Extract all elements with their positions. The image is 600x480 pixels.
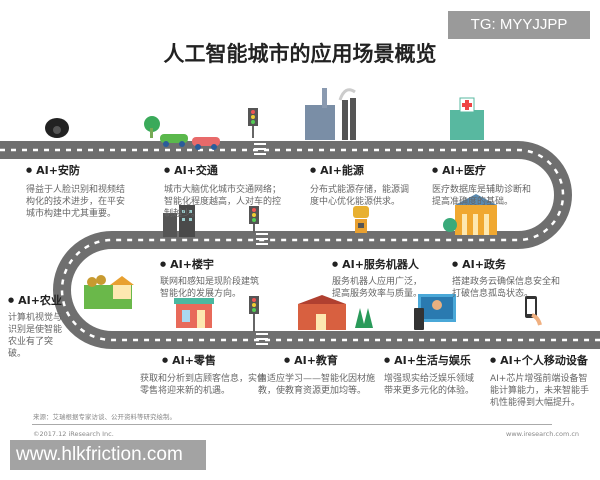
scene-title: AI+农业 (8, 292, 70, 308)
scene-desc: 城市大脑优化城市交通网络；智能化程度越高，人对车的控制越少。 (164, 185, 282, 219)
hospital-icon (450, 97, 484, 140)
government-icon (443, 194, 497, 235)
crosswalk (256, 333, 268, 345)
copyright: ©2017.12 iResearch Inc. (33, 430, 114, 438)
scene-title: AI+能源 (310, 162, 410, 178)
scene-education: AI+教育 自适应学习——智能化因材施教，使教育资源更加均等。 (258, 352, 376, 397)
scene-title: AI+楼宇 (160, 256, 260, 272)
scene-agriculture: AI+农业 计算机视觉与识别是使智能农业有了突破。 (8, 292, 70, 360)
road-center-dashes (0, 148, 600, 342)
scene-desc: AI+芯片增强前端设备智能计算能力，未来智能手机性能得到大幅提升。 (490, 374, 590, 408)
scene-title: AI+医疗 (432, 162, 532, 178)
car-icon (144, 116, 220, 150)
scene-desc: 得益于人脸识别和视频结构化的技术进步，在平安城市构建中尤其重要。 (26, 185, 126, 219)
site-link: www.iresearch.com.cn (506, 430, 580, 438)
screen-icon (414, 294, 456, 330)
building-icon (163, 205, 195, 237)
scene-building: AI+楼宇 联网和感知是现阶段建筑智能化的发展方向。 (160, 256, 260, 300)
farm-icon (84, 275, 134, 309)
factory-icon (305, 88, 356, 140)
robot-icon (353, 206, 369, 233)
traffic-light-icon (249, 206, 259, 233)
scene-medical: AI+医疗 医疗数据库是辅助诊断和提高准确度的基础。 (432, 162, 532, 208)
divider (32, 424, 552, 425)
scene-desc: 增强现实给泛娱乐领域带来更多元化的体验。 (384, 374, 475, 396)
phone-icon (525, 296, 542, 326)
traffic-light-icon (249, 296, 259, 332)
watermark: www.hlkfriction.com (10, 440, 206, 470)
scene-desc: 搭建政务云确保信息安全和打破信息孤岛状态。 (452, 277, 561, 299)
camera-icon (45, 118, 69, 138)
crosswalk (256, 233, 268, 245)
crosswalk (254, 143, 266, 155)
source-note: 来源：艾瑞根据专家访谈、公开资料等研究绘制。 (33, 413, 176, 421)
scene-desc: 获取和分析到店顾客信息，实体零售将迎来新的机遇。 (140, 374, 267, 396)
scene-service-robot: AI+服务机器人 服务机器人应用广泛，提高服务效率与质量。 (332, 256, 428, 300)
page-title: 人工智能城市的应用场景概览 (163, 42, 437, 66)
scene-desc: 自适应学习——智能化因材施教，使教育资源更加均等。 (258, 374, 376, 396)
scene-title: AI+教育 (258, 352, 376, 368)
scene-mobile-devices: AI+个人移动设备 AI+芯片增强前端设备智能计算能力，未来智能手机性能得到大幅… (490, 352, 596, 409)
scene-title: AI+安防 (26, 162, 126, 178)
scene-desc: 联网和感知是现阶段建筑智能化的发展方向。 (160, 277, 260, 299)
tg-badge: TG: MYYJJPP (448, 11, 590, 39)
school-icon (298, 295, 373, 330)
scene-title: AI+零售 (140, 352, 266, 368)
scene-desc: 医疗数据库是辅助诊断和提高准确度的基础。 (432, 185, 532, 207)
scene-government: AI+政务 搭建政务云确保信息安全和打破信息孤岛状态。 (452, 256, 560, 300)
scene-desc: 分布式能源存储，能源调度中心优化能源供求。 (310, 185, 410, 207)
scene-desc: 计算机视觉与识别是使智能农业有了突破。 (8, 313, 63, 359)
scene-retail: AI+零售 获取和分析到店顾客信息，实体零售将迎来新的机遇。 (140, 352, 266, 397)
store-icon (174, 298, 214, 328)
scene-desc: 服务机器人应用广泛，提高服务效率与质量。 (332, 277, 423, 299)
scene-title: AI+交通 (164, 162, 284, 178)
traffic-light-icon (248, 108, 258, 138)
scene-title: AI+生活与娱乐 (384, 352, 480, 368)
scene-traffic: AI+交通 城市大脑优化城市交通网络；智能化程度越高，人对车的控制越少。 (164, 162, 284, 220)
scene-entertainment: AI+生活与娱乐 增强现实给泛娱乐领域带来更多元化的体验。 (384, 352, 480, 397)
scene-title: AI+服务机器人 (332, 256, 428, 272)
scene-title: AI+政务 (452, 256, 560, 272)
scene-security: AI+安防 得益于人脸识别和视频结构化的技术进步，在平安城市构建中尤其重要。 (26, 162, 126, 220)
scene-title: AI+个人移动设备 (490, 352, 596, 368)
scene-energy: AI+能源 分布式能源存储，能源调度中心优化能源供求。 (310, 162, 410, 208)
